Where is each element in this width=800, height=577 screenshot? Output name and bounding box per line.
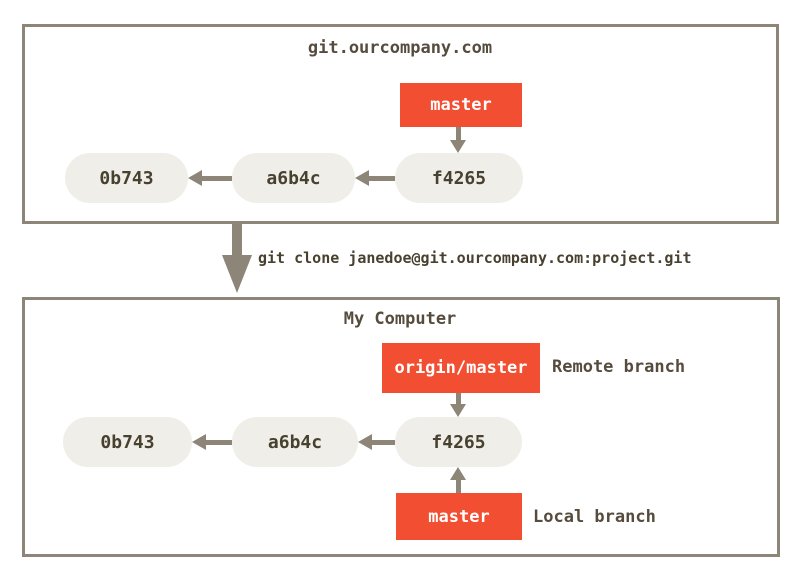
local-commit-node: f4265 <box>395 417 522 467</box>
server-repo-box <box>22 24 779 224</box>
arrow-head-left-icon <box>188 170 202 186</box>
remote-branch-note: Remote branch <box>552 357 686 377</box>
local-commit-node: 0b743 <box>63 417 192 467</box>
arrow-head-down-icon <box>450 404 466 417</box>
origin-master-branch-tag: origin/master <box>382 343 540 393</box>
arrow-head-left-icon <box>358 434 372 450</box>
arrow-shaft <box>456 127 461 141</box>
local-master-branch-tag: master <box>396 493 522 540</box>
arrow-shaft <box>232 224 242 255</box>
arrow-head-left-icon <box>192 434 206 450</box>
arrow-head-down-icon <box>450 140 466 153</box>
arrow-head-left-icon <box>355 170 369 186</box>
arrow-shaft <box>368 176 395 181</box>
server-master-branch-tag: master <box>400 83 522 127</box>
arrow-head-down-icon <box>222 255 252 293</box>
server-commit-node: f4265 <box>395 153 523 203</box>
arrow-head-up-icon <box>450 467 466 480</box>
local-repo-box <box>22 297 780 557</box>
arrow-shaft <box>371 440 395 445</box>
local-repo-title: My Computer <box>343 309 457 329</box>
server-repo-title: git.ourcompany.com <box>307 38 493 58</box>
local-branch-note: Local branch <box>533 507 656 527</box>
arrow-shaft <box>205 440 232 445</box>
arrow-shaft <box>456 393 461 405</box>
clone-command-text: git clone janedoe@git.ourcompany.com:pro… <box>258 249 692 267</box>
arrow-shaft <box>456 479 461 493</box>
server-commit-node: a6b4c <box>232 153 355 203</box>
arrow-shaft <box>201 176 232 181</box>
local-commit-node: a6b4c <box>232 417 358 467</box>
server-commit-node: 0b743 <box>65 153 188 203</box>
